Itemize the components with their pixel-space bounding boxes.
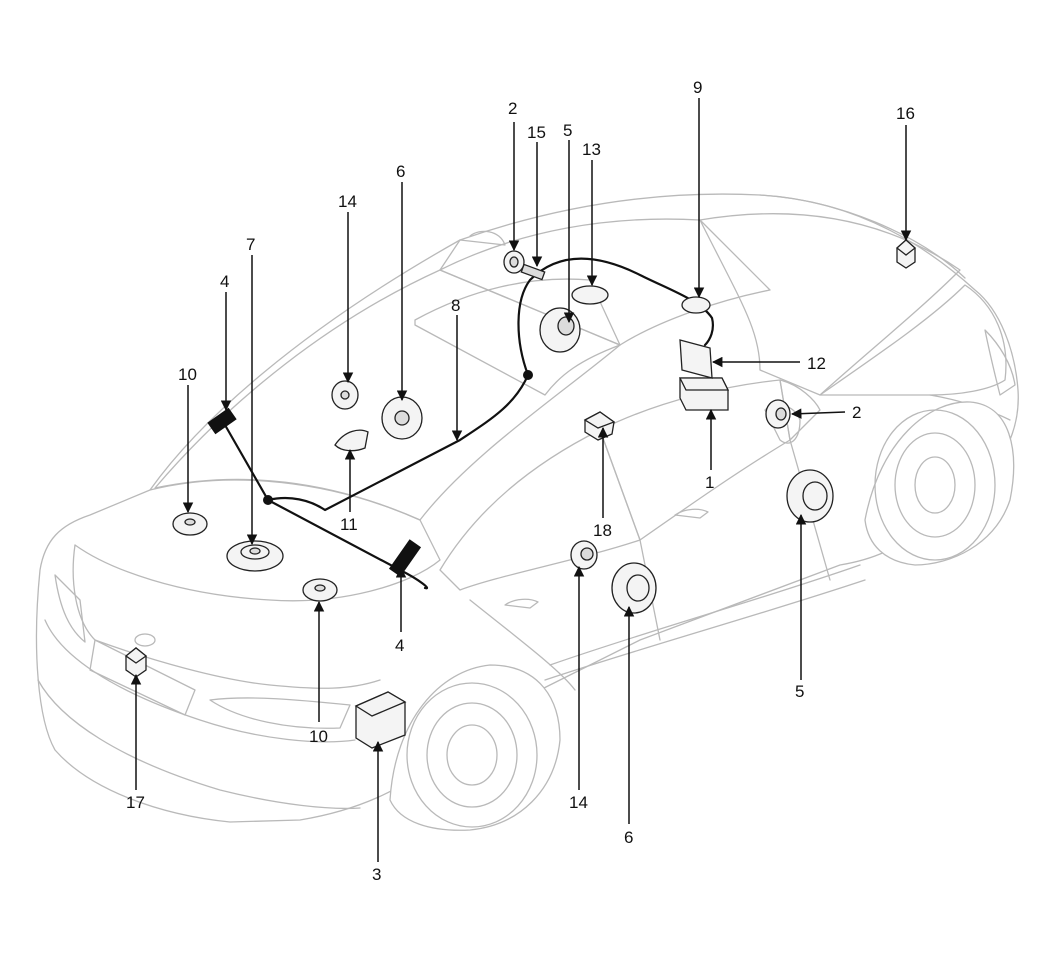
connector-9 [681,296,711,314]
roof-module-13 [571,285,609,305]
glass-antenna-right [388,539,422,577]
callout-2-front: 2 [852,403,861,422]
callout-17: 17 [126,793,145,812]
callout-8: 8 [451,296,460,315]
callout-12: 12 [807,354,826,373]
callout-6-top: 6 [396,162,405,181]
roof-antenna [334,429,369,452]
glass-antenna-left [207,407,237,435]
callout-11: 11 [340,515,358,534]
callout-7: 7 [246,235,255,254]
callout-16: 16 [896,104,915,123]
callout-4-right: 4 [395,636,404,655]
callout-5-top: 5 [563,121,572,140]
callout-5-door: 5 [795,682,804,701]
callout-9: 9 [693,78,702,97]
callout-4-left: 4 [220,272,229,291]
harness-junction [263,495,273,505]
callout-10-left: 10 [178,365,197,384]
callout-14-top: 14 [338,192,357,211]
harness-main-run [266,257,714,512]
callout-6-door: 6 [624,828,633,847]
callout-13: 13 [582,140,601,159]
car-outline [35,193,1019,831]
callout-3: 3 [372,865,381,884]
callout-1: 1 [705,473,714,492]
callout-labels: 1 2 2 3 4 4 5 5 6 6 7 8 9 10 10 11 12 13… [126,78,915,884]
leader-lines [130,98,912,862]
callout-15: 15 [527,123,546,142]
callout-14-door: 14 [569,793,588,812]
callout-2-top: 2 [508,99,517,118]
harness-junction [523,370,533,380]
monitor-unit [679,339,713,379]
callout-18: 18 [593,521,612,540]
car-body-outline [35,193,1019,823]
callout-10-right: 10 [309,727,328,746]
